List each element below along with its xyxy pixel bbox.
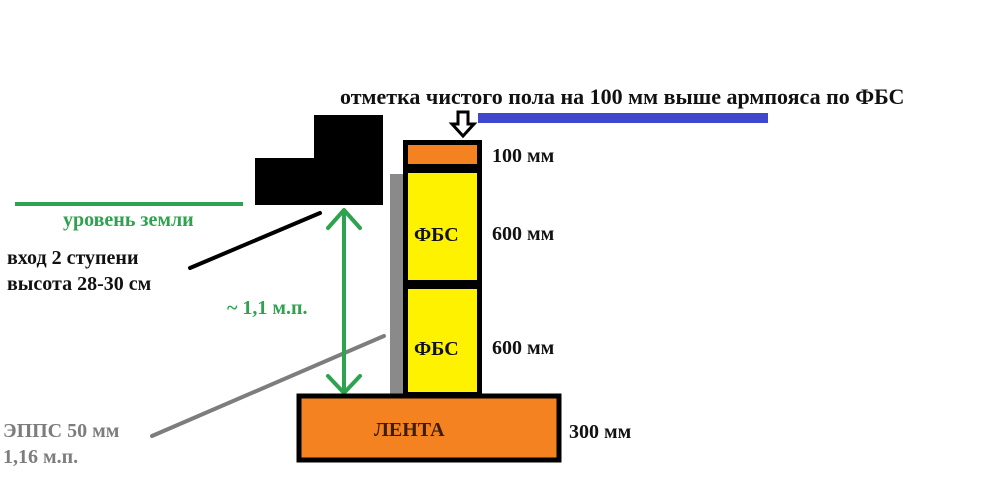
down-arrow-icon xyxy=(448,110,478,139)
insulation-label-line2: 1,16 м.п. xyxy=(3,446,78,468)
epps-insulation-strip xyxy=(390,174,403,396)
fbs-lower-dimension: 600 мм xyxy=(492,337,554,359)
fbs-upper-label: ФБС xyxy=(414,224,459,246)
height-dimension-arrow xyxy=(326,208,362,395)
entrance-label-line1: вход 2 ступени xyxy=(7,247,138,269)
entrance-label-line2: высота 28-30 см xyxy=(7,273,151,295)
strip-footing-dimension: 300 мм xyxy=(569,421,631,443)
fbs-column xyxy=(403,140,482,397)
fbs-block-lower xyxy=(408,289,477,392)
insulation-label-line1: ЭППС 50 мм xyxy=(3,420,119,442)
ground-level-line xyxy=(15,202,243,206)
fbs-block-upper xyxy=(408,173,477,280)
entrance-leader-line xyxy=(188,211,322,270)
ground-level-label: уровень земли xyxy=(63,209,194,231)
armpoyas-dimension: 100 мм xyxy=(492,145,554,167)
fbs-upper-dimension: 600 мм xyxy=(492,223,554,245)
strip-footing xyxy=(296,393,562,463)
fbs-lower-label: ФБС xyxy=(414,338,459,360)
floor-level-title: отметка чистого пола на 100 мм выше армп… xyxy=(340,84,904,109)
height-dimension-label: ~ 1,1 м.п. xyxy=(227,297,308,319)
entrance-steps-block xyxy=(255,115,383,205)
armpoyas-layer xyxy=(408,145,477,164)
finished-floor-level-line xyxy=(478,113,768,123)
strip-footing-label: ЛЕНТА xyxy=(374,419,445,441)
